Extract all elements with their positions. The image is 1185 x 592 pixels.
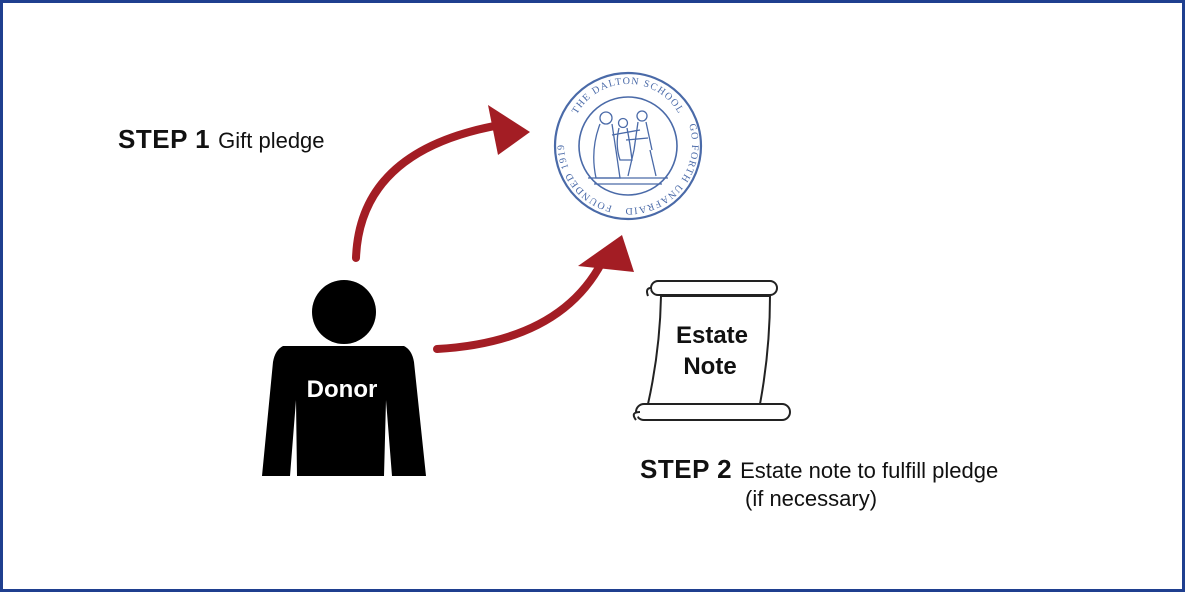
step1-number: STEP 1 — [118, 124, 211, 154]
step1-description: Gift pledge — [218, 128, 325, 153]
step2-caption: STEP 2 Estate note to fulfill pledge (if … — [640, 454, 999, 511]
donor-figure: Donor — [262, 280, 426, 476]
step2-description-line2: (if necessary) — [745, 486, 878, 511]
arrow-estate-note — [433, 235, 634, 353]
estate-note-scroll: Estate Note — [632, 280, 791, 421]
donor-label: Donor — [307, 376, 378, 403]
seal-figures-icon — [588, 110, 668, 185]
step2-description-line1: Estate note to fulfill pledge — [740, 458, 999, 483]
estate-note-line2: Note — [683, 353, 736, 380]
step1-caption: STEP 1 Gift pledge — [118, 124, 325, 155]
step2-number: STEP 2 — [640, 454, 733, 484]
donor-body-icon — [262, 346, 426, 476]
estate-note-line1: Estate — [676, 322, 748, 349]
donor-head-icon — [312, 280, 376, 344]
arrow-gift-pledge — [352, 105, 530, 262]
school-seal: THE DALTON SCHOOL FOUNDED 1919 GO FORTH … — [553, 71, 703, 221]
